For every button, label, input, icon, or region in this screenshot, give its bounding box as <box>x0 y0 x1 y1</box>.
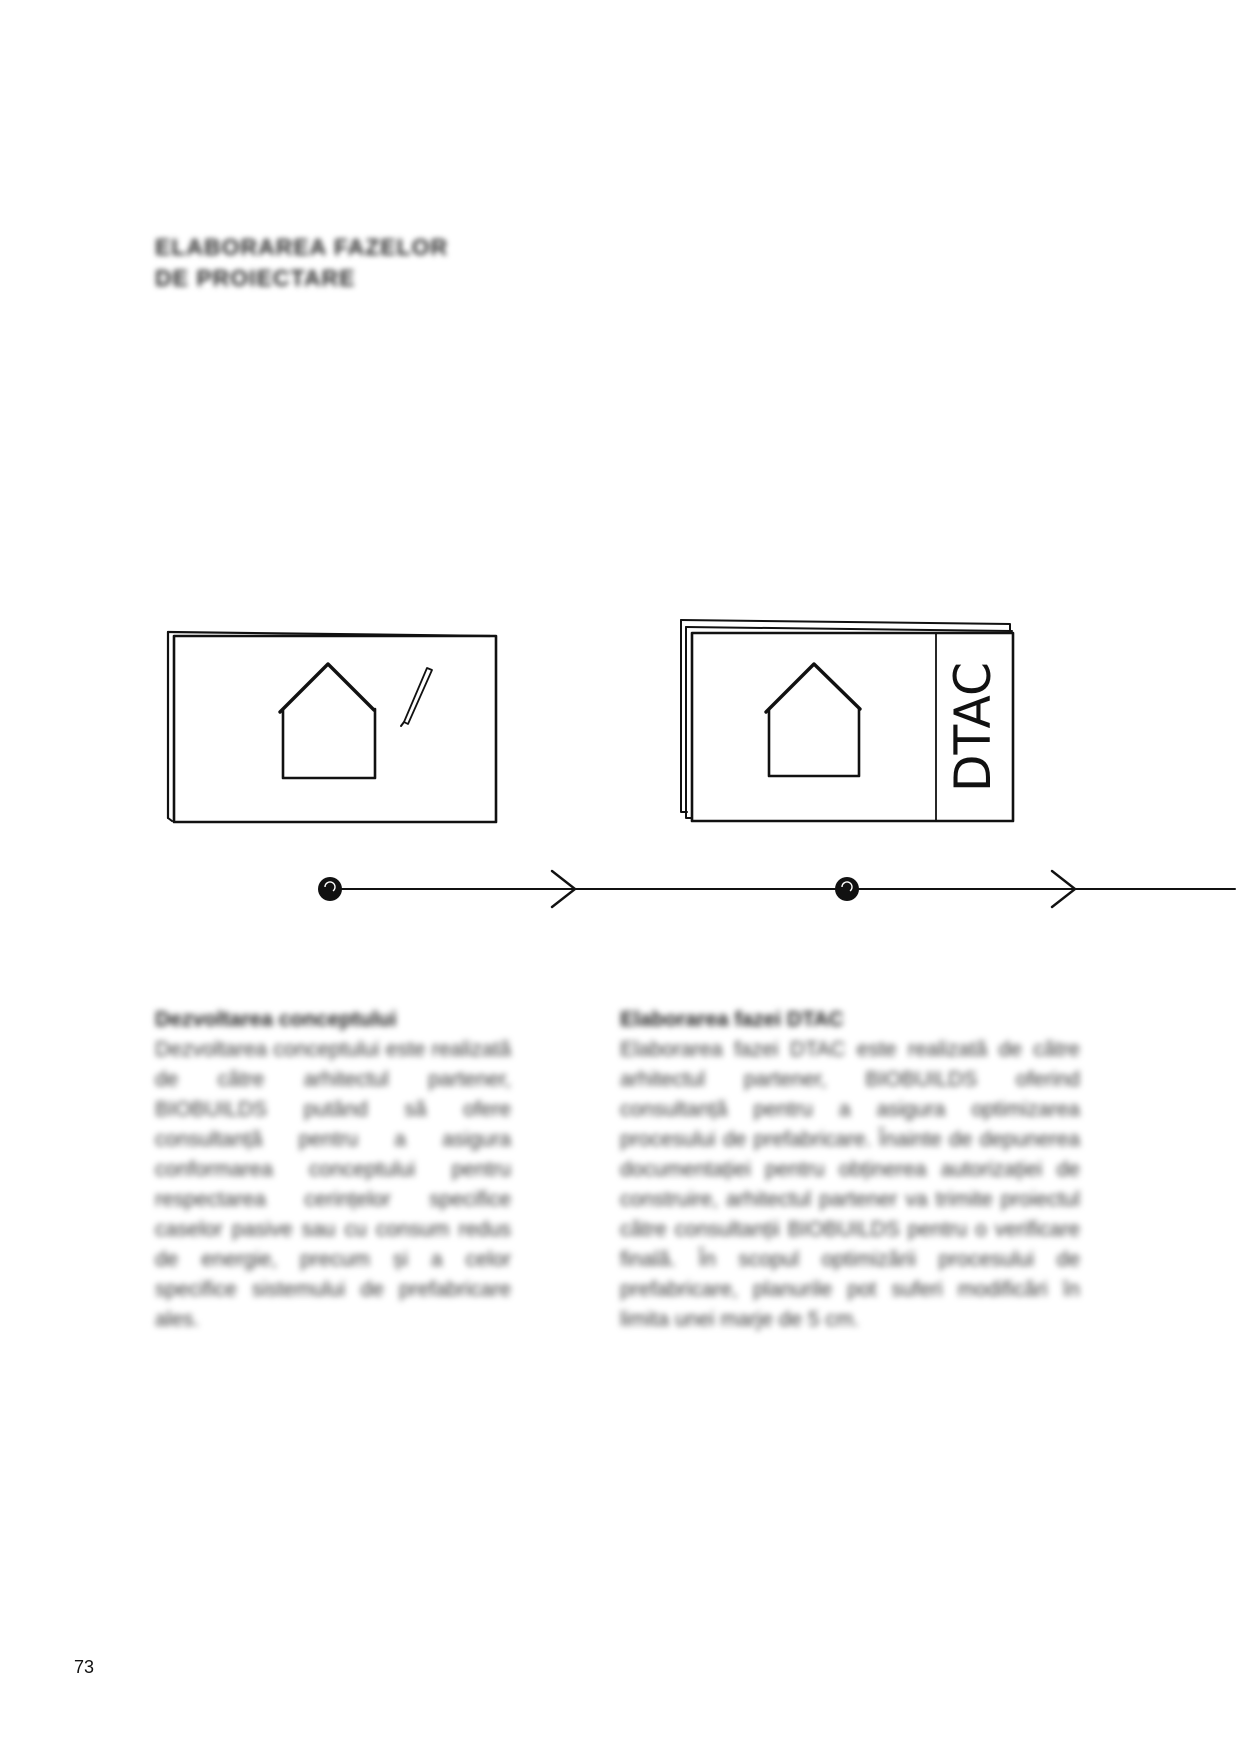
dtac-document-stack <box>680 619 1015 823</box>
house-sketch-with-pencil-icon <box>278 662 433 780</box>
timeline-axis <box>329 869 1236 909</box>
process-timeline-illustration: DTAC <box>0 600 1240 940</box>
dtac-tab-label: DTAC <box>944 662 1002 792</box>
section-body: Elaborarea fazei DTAC este realizată de … <box>620 1038 1080 1331</box>
timeline-node-1 <box>318 877 342 901</box>
house-sketch-document-stack-icon <box>764 662 862 778</box>
dtac-phase-section: Elaborarea fazei DTAC Elaborarea fazei D… <box>620 1005 1080 1335</box>
page-title: ELABORAREA FAZELOR DE PROIECTARE <box>155 234 449 291</box>
concept-sketch-card <box>166 630 498 824</box>
section-heading: Dezvoltarea conceptului <box>155 1008 397 1031</box>
section-body: Dezvoltarea conceptului este realizată d… <box>155 1038 511 1331</box>
timeline-node-2 <box>835 877 859 901</box>
section-heading: Elaborarea fazei DTAC <box>620 1008 844 1031</box>
page-number: 73 <box>74 1657 95 1677</box>
concept-development-section: Dezvoltarea conceptului Dezvoltarea conc… <box>155 1005 511 1335</box>
